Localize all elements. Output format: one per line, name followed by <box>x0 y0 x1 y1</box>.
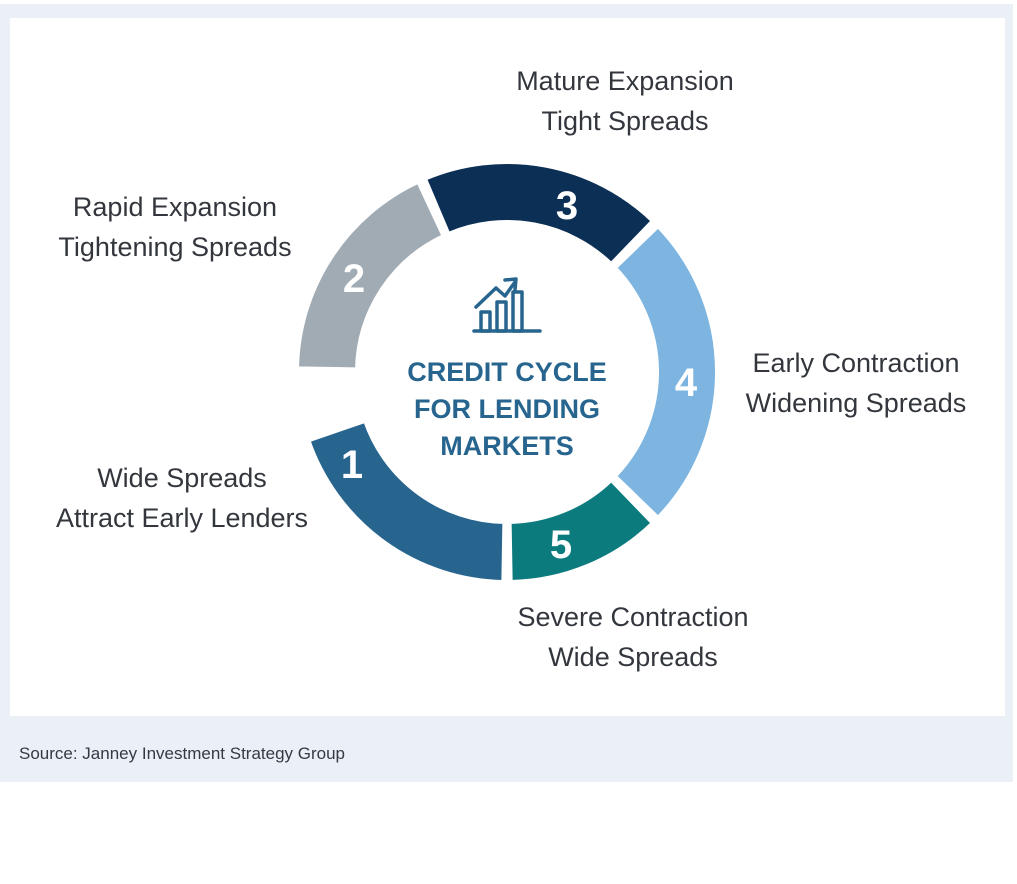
stage-label-line: Rapid Expansion <box>73 192 277 222</box>
stage-numbers: 1 2 3 4 5 <box>341 184 698 567</box>
center-title: CREDIT CYCLE FOR LENDING MARKETS <box>407 357 607 461</box>
stage-number-2: 2 <box>343 257 365 301</box>
center-title-line: FOR LENDING <box>414 394 600 424</box>
ring-segment-3 <box>422 160 656 267</box>
stage-label-line: Tight Spreads <box>541 106 708 136</box>
stage-number-1: 1 <box>341 443 363 487</box>
ring-segment-5 <box>507 477 656 585</box>
stage-number-3: 3 <box>556 184 578 228</box>
stage-label-line: Tightening Spreads <box>58 232 291 262</box>
stage-label-line: Wide Spreads <box>548 642 718 672</box>
center-title-line: MARKETS <box>440 431 574 461</box>
stage-number-4: 4 <box>675 361 698 405</box>
stage-label-line: Early Contraction <box>752 348 959 378</box>
diagram-panel <box>10 18 1005 716</box>
stage-label-line: Attract Early Lenders <box>56 503 308 533</box>
center-title-line: CREDIT CYCLE <box>407 357 607 387</box>
cycle-ring <box>294 160 719 585</box>
ring-segment-4 <box>612 223 719 521</box>
center-block: CREDIT CYCLE FOR LENDING MARKETS <box>407 277 607 461</box>
source-note: Source: Janney Investment Strategy Group <box>19 744 346 763</box>
stage-label-line: Widening Spreads <box>746 388 967 418</box>
ring-segment-1 <box>305 418 507 585</box>
stage-label-line: Severe Contraction <box>517 602 748 632</box>
stage-label-line: Mature Expansion <box>516 66 734 96</box>
figure-frame: Source: Janney Investment Strategy Group <box>0 4 1013 782</box>
stage-number-5: 5 <box>550 523 572 567</box>
bar-chart-growth-icon <box>472 277 542 333</box>
stage-label-line: Wide Spreads <box>97 463 267 493</box>
ring-segment-2 <box>294 179 447 372</box>
